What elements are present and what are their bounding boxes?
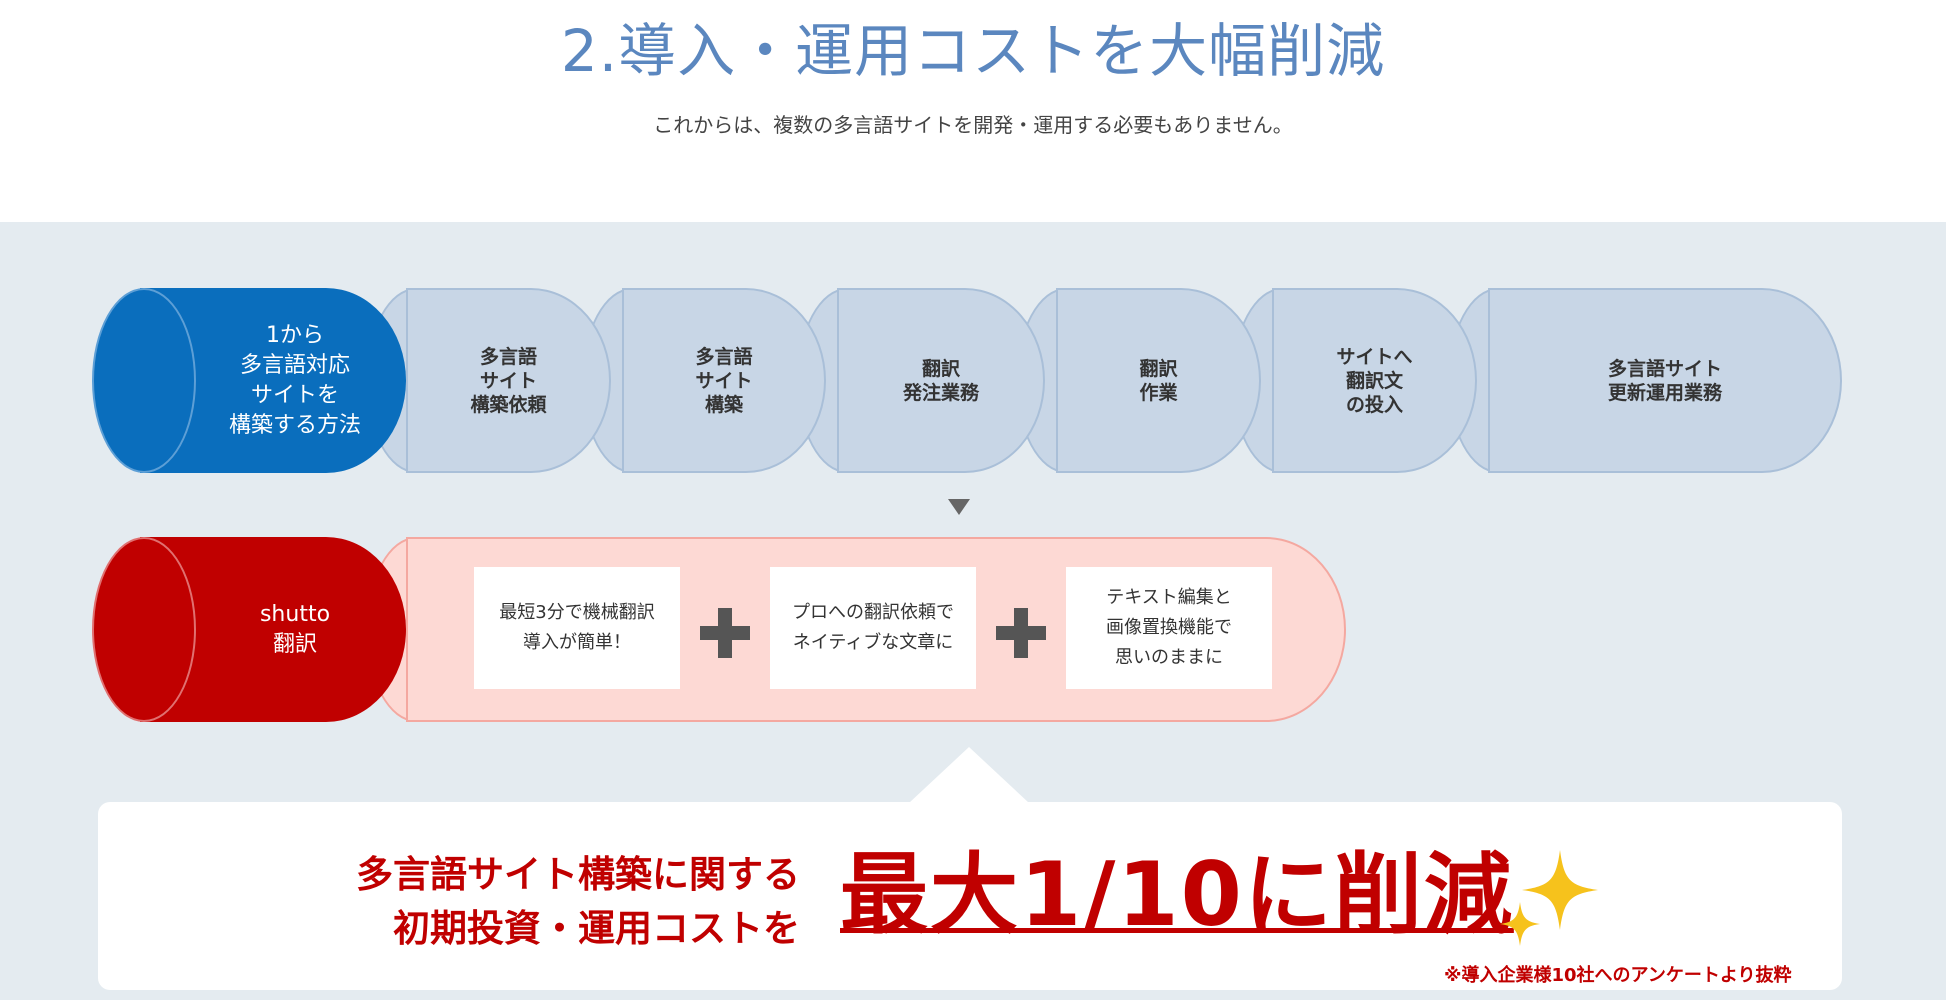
feature-card: プロへの翻訳依頼でネイティブな文章に [770, 567, 976, 689]
sparkle-icon [1500, 850, 1598, 946]
text-line: 翻訳 [272, 631, 317, 657]
shutto-lead: shutto 翻訳 [92, 537, 406, 722]
text-line: の投入 [1345, 393, 1403, 416]
plus-icon [700, 608, 750, 658]
page-subtitle: これからは、複数の多言語サイトを開発・運用する必要もありません。 [653, 113, 1293, 137]
text-line: 発注業務 [902, 381, 979, 404]
shutto-lead-label: shutto 翻訳 [192, 537, 398, 722]
text-line: shutto [259, 601, 331, 627]
text-line: 画像置換機能で [1106, 617, 1232, 638]
text-line: 多言語サイト [1607, 357, 1722, 380]
text-line: 思いのままに [1115, 647, 1223, 668]
arrow-down-icon [948, 499, 970, 515]
text-line: 作業 [1139, 381, 1178, 404]
text-line: 構築依頼 [470, 393, 547, 416]
text-line: ネイティブな文章に [792, 632, 954, 653]
feature-card: 最短3分で機械翻訳導入が簡単！ [474, 567, 680, 689]
text-line: 翻訳文 [1345, 369, 1403, 392]
text-line: プロへの翻訳依頼で [792, 602, 954, 623]
step-segment: 翻訳作業 [1016, 288, 1261, 473]
text-line: 構築 [704, 393, 743, 416]
text-line: サイトを [250, 382, 339, 408]
page-title: 2.導入・運用コストを大幅削減 [560, 17, 1386, 85]
result-description: 多言語サイト構築に関する初期投資・運用コストを [200, 848, 800, 956]
step-label: サイトへ翻訳文の投入 [1272, 288, 1477, 473]
text-line: 多言語 [479, 345, 537, 368]
text-line: 多言語サイト構築に関する [356, 853, 800, 896]
text-line: サイト [479, 369, 537, 392]
text-line: 構築する方法 [228, 412, 361, 438]
step-label: 多言語サイト更新運用業務 [1488, 288, 1842, 473]
step-label: 翻訳発注業務 [837, 288, 1045, 473]
step-segment: 多言語サイト更新運用業務 [1448, 288, 1842, 473]
text-line: 多言語対応 [239, 352, 350, 378]
text-line: テキスト編集と [1106, 587, 1232, 608]
text-line: 1から [265, 322, 324, 348]
step-label: 多言語サイト構築 [622, 288, 826, 473]
step-segment: 多言語サイト構築依頼 [366, 288, 611, 473]
step-label: 翻訳作業 [1056, 288, 1261, 473]
text-line: 初期投資・運用コストを [393, 907, 800, 950]
step-label: 多言語サイト構築依頼 [406, 288, 611, 473]
panel-pointer [909, 747, 1029, 803]
text-line: 最短3分で機械翻訳 [499, 602, 655, 623]
step-segment: 多言語サイト構築 [582, 288, 826, 473]
text-line: 翻訳 [1139, 357, 1178, 380]
step-segment: サイトへ翻訳文の投入 [1232, 288, 1477, 473]
text-line: 導入が簡単！ [522, 632, 631, 653]
text-line: 更新運用業務 [1607, 381, 1722, 404]
traditional-lead-label: 1から多言語対応サイトを構築する方法 [192, 288, 398, 473]
text-line: サイトへ [1336, 345, 1413, 368]
text-line: 翻訳 [921, 357, 960, 380]
text-line: サイト [695, 369, 753, 392]
step-segment: 翻訳発注業務 [797, 288, 1045, 473]
text-line: 多言語 [695, 345, 753, 368]
traditional-lead: 1から多言語対応サイトを構築する方法 [92, 288, 406, 473]
plus-icon [996, 608, 1046, 658]
survey-note: ※導入企業様10社へのアンケートより抜粋 [1444, 965, 1792, 986]
result-headline: 最大1/10に削減 [840, 843, 1514, 946]
feature-card: テキスト編集と画像置換機能で思いのままに [1066, 567, 1272, 689]
